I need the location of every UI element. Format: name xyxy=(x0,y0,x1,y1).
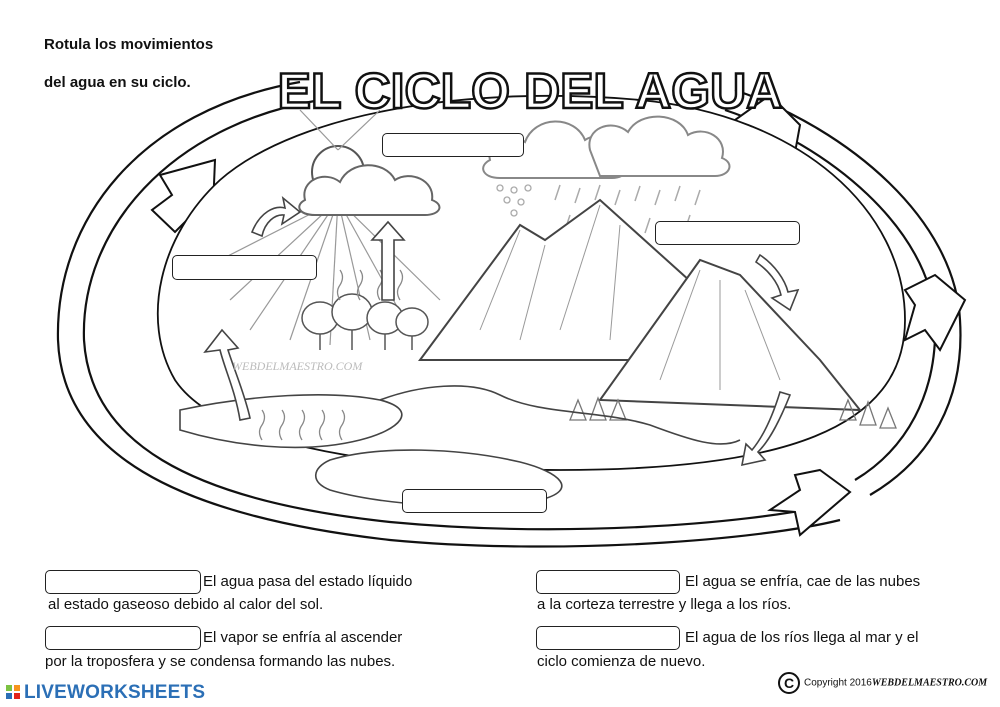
snow-icon xyxy=(496,184,532,217)
description-runoff-line-1: El agua de los ríos llega al mar y el xyxy=(685,629,919,646)
answer-box-runoff[interactable] xyxy=(536,626,680,650)
sea xyxy=(179,394,403,449)
copyright-icon: C xyxy=(778,672,800,694)
description-evaporation-line-2: al estado gaseoso debido al calor del so… xyxy=(48,596,324,613)
answer-box-runoff-diagram[interactable] xyxy=(402,489,547,513)
watermark: WEBDELMAESTRO.COM xyxy=(232,359,363,373)
river xyxy=(379,385,741,445)
diagram-title: EL CICLO DEL AGUA xyxy=(278,63,783,119)
water-cycle-diagram: WEBDELMAESTRO.COM EL CICLO DEL AGUA xyxy=(56,62,967,548)
trees-right xyxy=(569,396,897,429)
instruction-line-2: del agua en su ciclo. xyxy=(44,74,191,91)
cycle-loop-outer xyxy=(56,80,841,548)
instruction-line-1: Rotula los movimientos xyxy=(44,36,214,53)
description-condensation-line-1: El vapor se enfría al ascender xyxy=(203,629,403,646)
arrow-precipitation-down-icon xyxy=(754,253,800,312)
arrow-runoff-down-icon xyxy=(740,391,792,467)
copyright-prefix: Copyright 2016 xyxy=(804,677,872,689)
mountain-front xyxy=(598,258,863,412)
cloud-left-icon xyxy=(298,164,441,216)
answer-box-precipitation-diagram[interactable] xyxy=(655,221,800,245)
cloud-right-1-icon xyxy=(482,115,731,179)
cycle-loop-inner xyxy=(82,98,831,531)
description-precipitation-line-1: El agua se enfría, cae de las nubes xyxy=(685,573,921,590)
answer-box-condensation[interactable] xyxy=(45,626,201,650)
arrow-evaporation-up-icon xyxy=(203,328,251,421)
copyright-site: WEBDELMAESTRO.COM xyxy=(871,677,988,689)
arrow-vapor-rise-icon xyxy=(370,220,406,301)
loop-arrow-bottomright-icon xyxy=(767,468,852,537)
description-runoff-line-2: ciclo comienza de nuevo. xyxy=(537,653,706,670)
answer-box-precipitation[interactable] xyxy=(536,570,680,594)
arrow-to-cloud-icon xyxy=(250,195,302,238)
brand-name: LIVEWORKSHEETS xyxy=(24,682,206,703)
loop-arrow-right-icon xyxy=(903,273,967,352)
description-condensation-line-2: por la troposfera y se condensa formando… xyxy=(45,653,396,670)
copyright-notice: C Copyright 2016WEBDELMAESTRO.COM xyxy=(778,672,987,694)
trees-left xyxy=(301,293,429,350)
answer-box-condensation-diagram[interactable] xyxy=(382,133,524,157)
answer-box-evaporation-diagram[interactable] xyxy=(172,255,317,280)
description-precipitation-line-2: a la corteza terrestre y llega a los río… xyxy=(537,596,792,613)
liveworksheets-logo[interactable]: LIVEWORKSHEETS xyxy=(6,682,205,704)
answer-box-evaporation[interactable] xyxy=(45,570,201,594)
liveworksheets-grid-icon xyxy=(6,685,20,699)
description-evaporation-line-1: El agua pasa del estado líquido xyxy=(203,573,413,590)
vapor-squiggles-icon xyxy=(258,269,404,441)
